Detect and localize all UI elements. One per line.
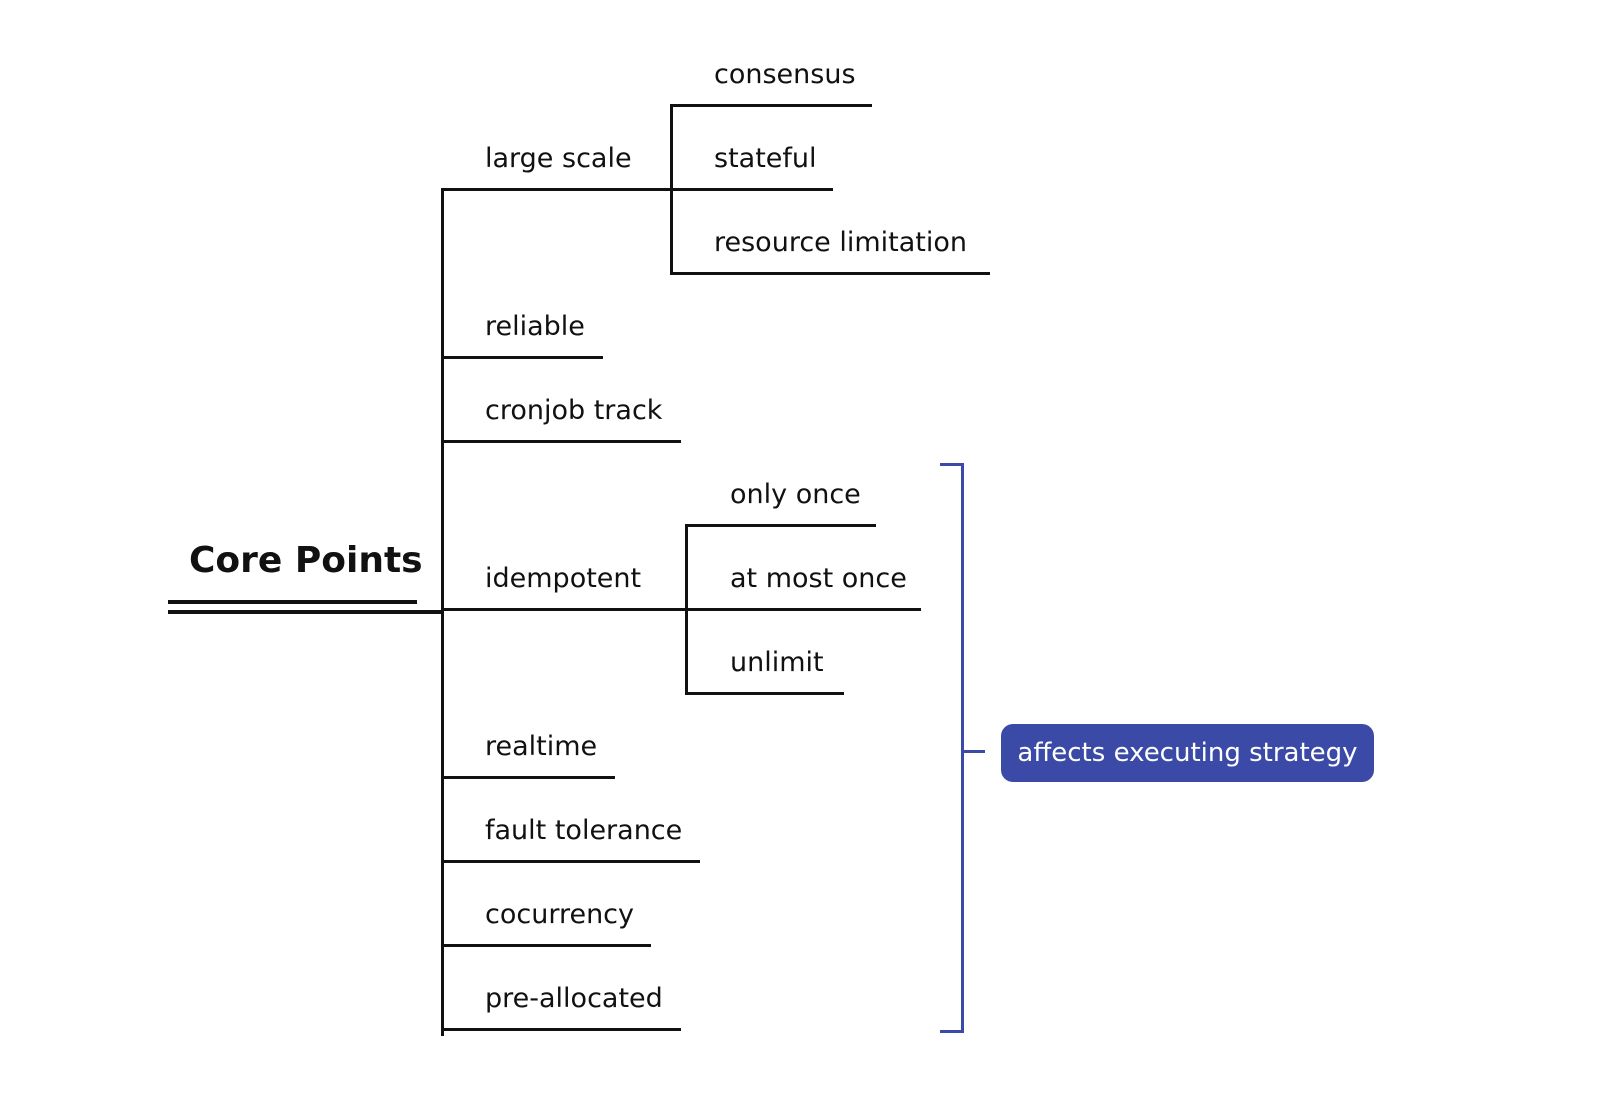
root-topic-label: Core Points: [189, 540, 423, 581]
root-underline-lower: [168, 610, 443, 614]
branch-cocurrency-label: cocurrency: [485, 899, 635, 930]
subtopic-only-once-label: only once: [730, 479, 861, 510]
subtopic-resource-limitation-line: [670, 272, 990, 275]
subtopic-resource-limitation-label: resource limitation: [714, 227, 968, 258]
root-underline-upper: [168, 600, 417, 604]
branch-reliable-line: [441, 356, 603, 359]
subtopic-only-once-line: [685, 524, 876, 527]
summary-callout-text: affects executing strategy: [1017, 738, 1358, 768]
branch-reliable-label: reliable: [485, 311, 585, 342]
subtopic-consensus-line: [670, 104, 872, 107]
subtopic-unlimit-line: [685, 692, 844, 695]
main-spine: [441, 188, 444, 1036]
subtopic-at-most-once-line: [685, 608, 921, 611]
branch-cronjob-track-label: cronjob track: [485, 395, 663, 426]
summary-bracket-bottom: [940, 1030, 964, 1033]
branch-pre-allocated-line: [441, 1028, 681, 1031]
branch-idempotent-label: idempotent: [485, 563, 642, 594]
subtopic-unlimit-label: unlimit: [730, 647, 824, 678]
branch-large-scale-line: [441, 188, 672, 191]
subtopic-stateful-label: stateful: [714, 143, 817, 174]
summary-callout: affects executing strategy: [1001, 724, 1374, 782]
branch-large-scale-label: large scale: [485, 143, 632, 174]
branch-realtime-label: realtime: [485, 731, 598, 762]
branch-cocurrency-line: [441, 944, 651, 947]
subtopic-at-most-once-label: at most once: [730, 563, 907, 594]
subtopic-stateful-line: [670, 188, 833, 191]
branch-fault-tolerance-label: fault tolerance: [485, 815, 683, 846]
branch-fault-tolerance-line: [441, 860, 700, 863]
branch-idempotent-line: [441, 608, 688, 611]
branch-realtime-line: [441, 776, 615, 779]
summary-bracket-top: [940, 463, 964, 466]
subtopic-consensus-label: consensus: [714, 59, 856, 90]
branch-pre-allocated-label: pre-allocated: [485, 983, 663, 1014]
summary-bracket-spine: [961, 463, 964, 1033]
summary-bracket-connector: [961, 750, 985, 753]
branch-cronjob-track-line: [441, 440, 681, 443]
